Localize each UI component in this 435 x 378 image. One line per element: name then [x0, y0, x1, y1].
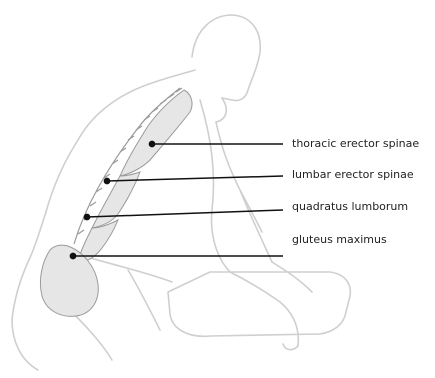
label-thoracic-erector-spinae: thoracic erector spinae [292, 137, 419, 150]
leader-dot-quadratus [84, 214, 89, 219]
thoracic-erector-spinae-muscle [120, 90, 192, 176]
leader-dot-thoracic [149, 141, 154, 146]
label-gluteus-maximus: gluteus maximus [292, 233, 387, 246]
leader-dot-lumbar [104, 178, 109, 183]
label-lumbar-erector-spinae: lumbar erector spinae [292, 168, 414, 181]
label-quadratus-lumborum: quadratus lumborum [292, 200, 408, 213]
muscles [40, 90, 192, 316]
leader-dot-gluteus [70, 253, 75, 258]
body-outline [12, 15, 350, 370]
